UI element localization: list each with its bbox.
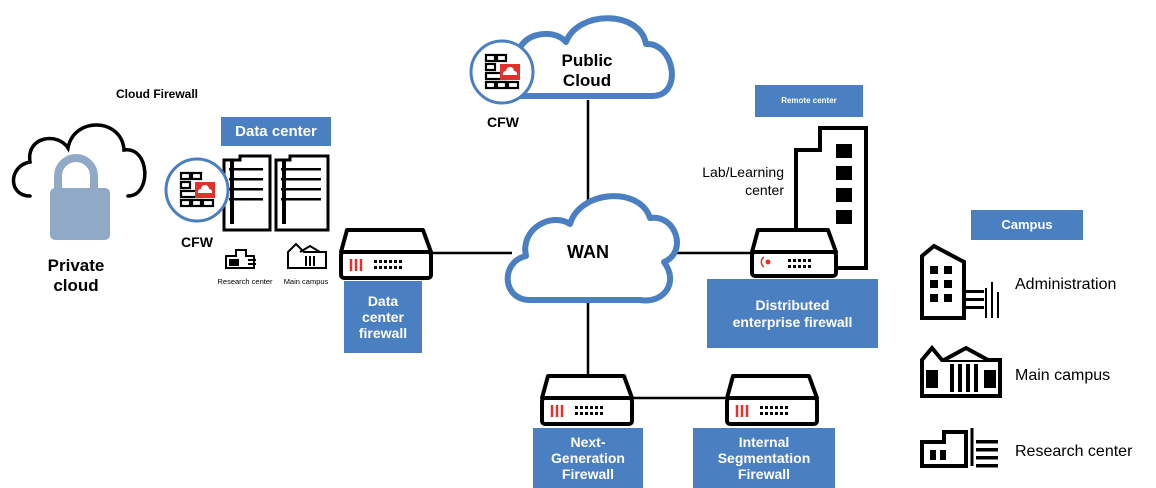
administration-label: Administration <box>1015 276 1117 293</box>
wan-cloud-outline <box>504 193 680 304</box>
data-center-firewall-device <box>339 228 433 280</box>
server-rack-icon <box>222 154 330 232</box>
distributed-firewall-device <box>750 228 838 278</box>
main-campus-icon <box>920 344 1002 398</box>
cloud-firewall-heading: Cloud Firewall <box>116 87 199 101</box>
main-campus-small-label: Main campus <box>283 277 329 286</box>
lock-icon <box>50 154 110 240</box>
next-generation-firewall-device <box>540 374 634 426</box>
data-center-label: Data center <box>221 117 331 146</box>
remote-center-label: Remote center <box>755 85 863 117</box>
research-center-label: Research center <box>1015 443 1133 460</box>
internal-segmentation-firewall-device <box>725 374 819 426</box>
research-center-small-label: Research center <box>217 277 273 286</box>
campus-label: Campus <box>971 210 1083 240</box>
research-center-small-icon <box>225 249 256 269</box>
private-cloud-label: Private cloud <box>47 256 105 296</box>
lab-learning-center-label: Lab/Learning center <box>702 164 784 199</box>
research-center-icon <box>920 428 998 468</box>
next-generation-firewall-label: Next- Generation Firewall <box>533 428 643 488</box>
data-center-firewall-label: Data center firewall <box>344 281 422 353</box>
main-campus-small-icon <box>287 242 327 269</box>
main-campus-label: Main campus <box>1015 367 1111 384</box>
distributed-enterprise-firewall-label: Distributed enterprise firewall <box>707 279 878 348</box>
cfw-left-label: CFW <box>181 234 213 250</box>
internal-segmentation-firewall-label: Internal Segmentation Firewall <box>693 428 835 488</box>
cfw-top-label: CFW <box>487 114 519 130</box>
administration-icon <box>920 243 999 320</box>
public-cloud-label: Public Cloud <box>561 51 613 91</box>
cfw-top-icon <box>469 39 535 105</box>
cfw-left-icon <box>164 157 230 223</box>
wan-label: WAN <box>567 242 609 262</box>
private-cloud-outline <box>11 123 147 198</box>
